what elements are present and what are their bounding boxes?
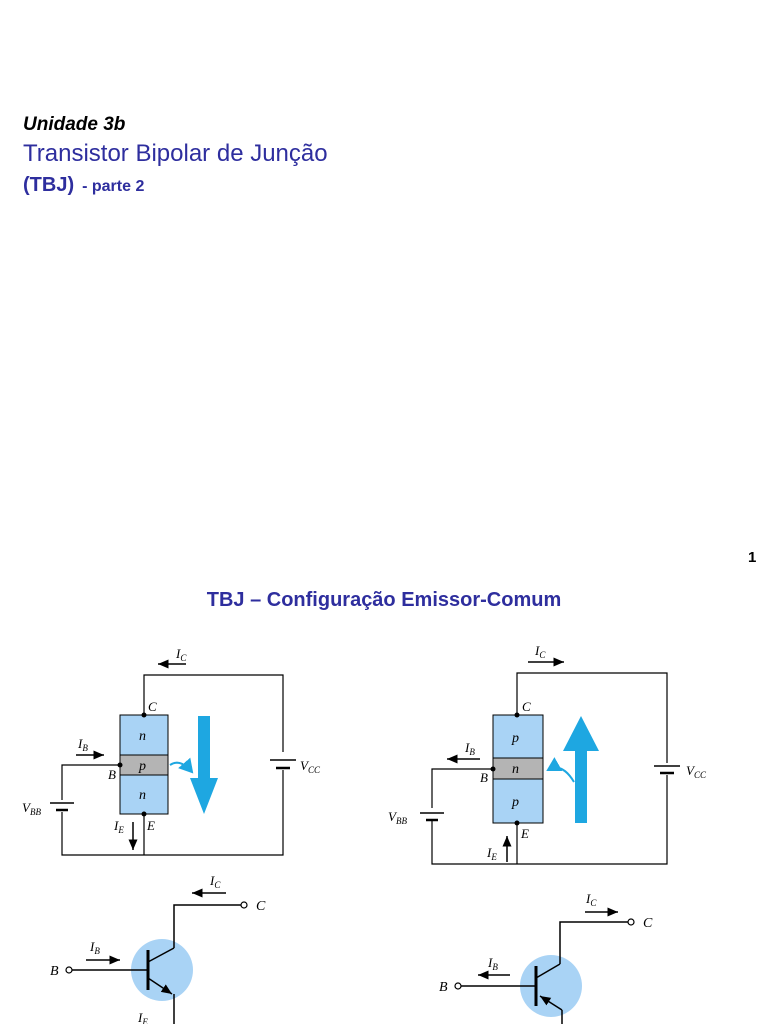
pnp-vbb-label: VBB bbox=[388, 809, 407, 826]
npn-ic-label: IC bbox=[175, 646, 187, 663]
pnp-base-branch-arrow bbox=[546, 757, 575, 783]
page-title: Transistor Bipolar de Junção bbox=[23, 140, 328, 167]
npn-symbol-b-terminal bbox=[65, 966, 73, 974]
npn-region-emitter bbox=[119, 774, 169, 815]
pnp-symbol-collector-lead bbox=[559, 921, 628, 964]
pnp-node-c bbox=[514, 712, 520, 718]
npn-structure-diagram: n p n C B E IC IB IE VCC VBB bbox=[22, 646, 321, 856]
subtitle-main: (TBJ) bbox=[23, 174, 75, 196]
npn-region-collector bbox=[119, 714, 169, 756]
pnp-region-top-label: p bbox=[511, 731, 519, 746]
pnp-symbol-emitter-arrow bbox=[539, 995, 563, 1011]
pnp-b-label: B bbox=[480, 770, 488, 785]
pnp-ib-label: IB bbox=[464, 740, 475, 757]
npn-symbol-b-label: B bbox=[50, 964, 59, 979]
npn-ie-label: IE bbox=[113, 818, 124, 835]
pnp-ic-label: IC bbox=[534, 643, 546, 660]
npn-b-label: B bbox=[108, 767, 116, 782]
npn-symbol-ib-label: IB bbox=[89, 939, 100, 956]
pnp-c-label: C bbox=[522, 699, 531, 714]
npn-region-top-label: n bbox=[139, 729, 146, 744]
npn-base-branch-arrow bbox=[169, 757, 194, 774]
npn-node-c bbox=[141, 712, 147, 718]
npn-symbol-ic-label: IC bbox=[209, 873, 221, 890]
pnp-e-label: E bbox=[520, 826, 529, 841]
npn-base-wire bbox=[61, 764, 120, 800]
npn-symbol-c-label: C bbox=[256, 899, 266, 914]
pnp-collector-wire bbox=[516, 672, 668, 763]
pnp-region-mid-label: n bbox=[512, 762, 519, 777]
pnp-hole-flow-arrow bbox=[563, 716, 599, 823]
npn-symbol-emitter-arrow bbox=[147, 977, 173, 995]
npn-electron-flow-arrow bbox=[190, 716, 218, 814]
npn-node-b bbox=[117, 762, 123, 768]
npn-ib-label: IB bbox=[77, 736, 88, 753]
page-number: 1 bbox=[748, 549, 757, 566]
pnp-symbol-b-label: B bbox=[439, 980, 448, 995]
pnp-node-b bbox=[490, 766, 496, 772]
npn-region-bottom-label: n bbox=[139, 788, 146, 803]
pnp-return-wire bbox=[431, 775, 668, 865]
npn-symbol-ie-label: IE bbox=[137, 1010, 148, 1024]
pnp-symbol-ic-label: IC bbox=[585, 891, 597, 908]
pnp-symbol-ib-label: IB bbox=[487, 955, 498, 972]
npn-symbol-collector-lead bbox=[173, 904, 241, 948]
npn-symbol: C B IC IB IE bbox=[50, 873, 266, 1024]
pnp-region-collector bbox=[492, 714, 544, 759]
pnp-ie-label: IE bbox=[486, 845, 497, 862]
pnp-region-emitter bbox=[492, 778, 544, 824]
page-subtitle: (TBJ) - parte 2 bbox=[23, 174, 144, 197]
npn-node-e bbox=[141, 811, 147, 817]
npn-vbb-label: VBB bbox=[22, 800, 41, 817]
pnp-region-bottom-label: p bbox=[511, 795, 519, 810]
pnp-symbol: C B IC IB bbox=[439, 891, 653, 1024]
pnp-symbol-b-terminal bbox=[454, 982, 462, 990]
pnp-symbol-c-label: C bbox=[643, 916, 653, 931]
npn-vcc-label: VCC bbox=[300, 758, 321, 775]
unit-label: Unidade 3b bbox=[23, 114, 126, 135]
npn-return-wire bbox=[61, 770, 284, 856]
pnp-node-e bbox=[514, 820, 520, 826]
pnp-base-wire bbox=[431, 768, 493, 808]
npn-symbol-c-terminal bbox=[240, 901, 248, 909]
pnp-symbol-collector-line bbox=[535, 963, 561, 979]
npn-collector-wire bbox=[143, 674, 284, 752]
pnp-symbol-c-terminal bbox=[627, 918, 635, 926]
pnp-structure-diagram: p n p C B E IC IB IE VCC VBB bbox=[388, 643, 707, 865]
npn-symbol-collector-line bbox=[147, 947, 175, 963]
slide-title: TBJ – Configuração Emissor-Comum bbox=[206, 589, 562, 611]
npn-e-label: E bbox=[146, 818, 155, 833]
npn-region-mid-label: p bbox=[138, 759, 146, 774]
npn-c-label: C bbox=[148, 699, 157, 714]
subtitle-part: - parte 2 bbox=[82, 178, 145, 195]
pnp-vcc-label: VCC bbox=[686, 763, 707, 780]
